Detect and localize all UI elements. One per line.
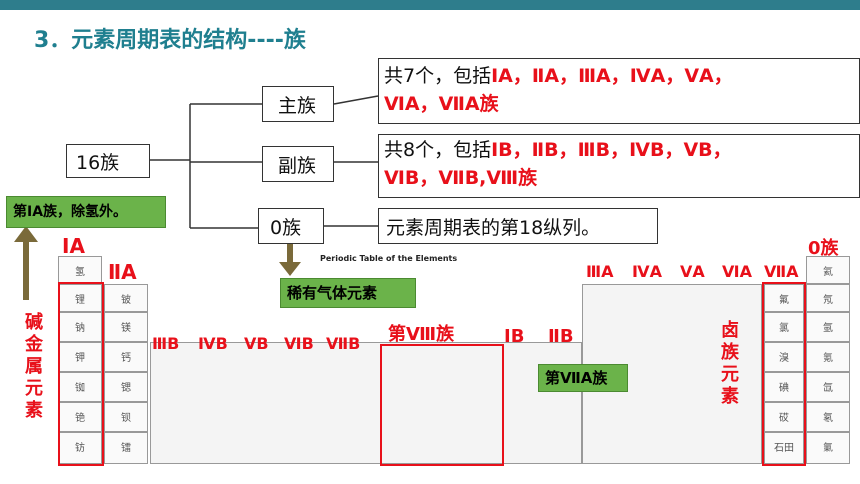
element-cell: 石田	[764, 432, 804, 464]
zero-group-desc: 元素周期表的第18纵列。	[386, 217, 601, 239]
group-label-VIB: ⅥB	[284, 334, 314, 353]
group1a-note: 第ⅠA族，除氢外。	[6, 196, 166, 228]
group-label-zero: 0族	[808, 238, 839, 259]
zero-group-label: 0族	[270, 217, 302, 239]
sub-group-prefix: 共8个，包括	[384, 139, 492, 161]
group-label-VB: ⅤB	[244, 334, 269, 353]
element-cell: 钙	[104, 342, 148, 372]
root-node-box	[66, 144, 150, 178]
root-node-label: 16族	[76, 152, 120, 174]
page-title: 3．元素周期表的结构----族	[34, 28, 306, 53]
transition-block	[150, 342, 582, 464]
group-label-VIIA: ⅦA	[764, 262, 799, 281]
element-cell: 氭	[806, 432, 850, 464]
element-cell: 氪	[806, 342, 850, 372]
element-cell: 铍	[104, 284, 148, 312]
group-label-IIIB: ⅢB	[152, 334, 180, 353]
group-label-IIB: ⅡB	[548, 326, 574, 347]
element-cell: 锶	[104, 372, 148, 402]
halogen-label: 卤 族 元 素	[721, 320, 739, 407]
element-cell: 溴	[764, 342, 804, 372]
sub-group-list-2: ⅥB，ⅦB,Ⅷ族	[384, 167, 538, 189]
noble-gas-callout: 稀有气体元素	[280, 278, 416, 308]
sub-group-desc-box	[378, 134, 860, 198]
alkali-column-frame	[58, 282, 104, 466]
element-cell: 钡	[104, 402, 148, 432]
group-label-VA: ⅤA	[680, 262, 705, 281]
element-cell: 镭	[104, 432, 148, 464]
group-label-IIIA: ⅢA	[586, 262, 614, 281]
group8-label: 第Ⅷ族	[388, 324, 455, 345]
top-bar	[0, 0, 860, 10]
element-cell: 铯	[58, 402, 102, 432]
element-cell: 锂	[58, 284, 102, 312]
sub-group-label: 副族	[278, 155, 317, 177]
main-group-list-1: ⅠA，ⅡA，ⅢA，ⅣA，ⅤA，	[491, 65, 733, 87]
group-label-IA: ⅠA	[62, 234, 85, 258]
group-label-VIA: ⅥA	[722, 262, 752, 281]
group-label-VIIB: ⅦB	[326, 334, 361, 353]
element-cell: 砹	[764, 402, 804, 432]
element-cell: 氙	[806, 372, 850, 402]
element-cell: 碘	[764, 372, 804, 402]
periodic-table-title: Periodic Table of the Elements	[320, 254, 458, 263]
group-label-IVB: ⅣB	[198, 334, 228, 353]
group-label-IIA: ⅡA	[108, 260, 137, 284]
main-group-box	[262, 86, 334, 122]
group-label-IVA: ⅣA	[632, 262, 662, 281]
main-group-list-2: ⅥA，ⅦA族	[384, 93, 499, 115]
element-cell: 钾	[58, 342, 102, 372]
group-label-IB: ⅠB	[504, 326, 525, 347]
halogen-column-frame	[762, 282, 806, 466]
element-cell: 铷	[58, 372, 102, 402]
alkali-metals-label: 碱 金 属 元 素	[25, 312, 43, 421]
element-cell: 氟	[764, 284, 804, 312]
group8-frame	[380, 344, 504, 466]
element-cell: 氦	[806, 256, 850, 284]
element-cell: 氯	[764, 312, 804, 342]
element-cell: 氩	[806, 312, 850, 342]
main-group-desc-box	[378, 58, 860, 124]
zero-group-desc-box	[378, 208, 658, 244]
sub-group-desc: 共8个，包括ⅠB，ⅡB，ⅢB，ⅣB，ⅤB， ⅥB，ⅦB,Ⅷ族	[384, 136, 732, 192]
zero-group-box	[258, 208, 324, 244]
main-group-prefix: 共7个，包括	[384, 65, 492, 87]
element-cell: 钫	[58, 432, 102, 464]
main-group-label: 主族	[278, 95, 317, 117]
main-group-desc: 共7个，包括ⅠA，ⅡA，ⅢA，ⅣA，ⅤA， ⅥA，ⅦA族	[384, 62, 733, 118]
element-cell: 氡	[806, 402, 850, 432]
group7a-callout: 第ⅦA族	[538, 364, 628, 392]
element-cell: 镁	[104, 312, 148, 342]
sub-group-list-1: ⅠB，ⅡB，ⅢB，ⅣB，ⅤB，	[491, 139, 732, 161]
sub-group-box	[262, 146, 334, 182]
element-cell: 氢	[58, 256, 102, 284]
element-cell: 氖	[806, 284, 850, 312]
